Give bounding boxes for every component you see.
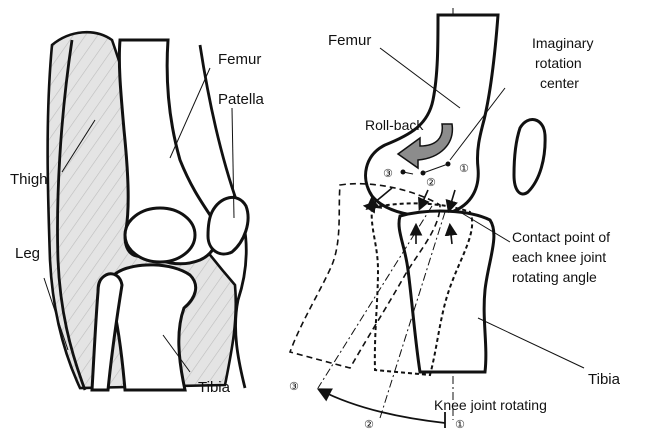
marker-2-top: ② (426, 176, 436, 189)
right-femur-label: Femur (328, 32, 371, 49)
left-knee-illustration: Femur Patella Thigh Leg Tibia (10, 32, 265, 396)
right-tibia-label: Tibia (588, 371, 621, 388)
contact-label-1: Contact point of (512, 229, 610, 245)
marker-3-bottom: ③ (289, 380, 299, 393)
knee-rotating-arc (320, 390, 445, 423)
left-patella-bone (208, 197, 248, 254)
rotation-center-label-1: Imaginary (532, 35, 593, 51)
rotation-center-label-2: rotation (535, 55, 582, 71)
right-tibia-leader (478, 318, 584, 368)
marker-2-bottom: ② (364, 418, 374, 430)
left-tibia-label: Tibia (198, 379, 231, 396)
left-femur-leader (170, 68, 210, 158)
marker-1-bottom: ① (455, 418, 465, 430)
left-patella-label: Patella (218, 91, 265, 108)
roll-back-label: Roll-back (365, 117, 424, 133)
marker-3-top: ③ (383, 167, 393, 180)
left-thigh-label: Thigh (10, 171, 48, 188)
knee-rotating-label: Knee joint rotating (434, 397, 547, 413)
left-leg-label: Leg (15, 245, 40, 262)
contact-label-2: each knee joint (512, 249, 606, 265)
right-knee-mechanism: Femur Imaginary rotation center Roll-bac… (289, 8, 621, 430)
left-femur-condyle (125, 208, 195, 262)
marker-1-top: ① (459, 162, 469, 175)
left-femur-label: Femur (218, 51, 261, 68)
rotation-center-label-3: center (540, 75, 579, 91)
contact-label-3: rotating angle (512, 269, 597, 285)
right-patella-bone (514, 120, 545, 194)
